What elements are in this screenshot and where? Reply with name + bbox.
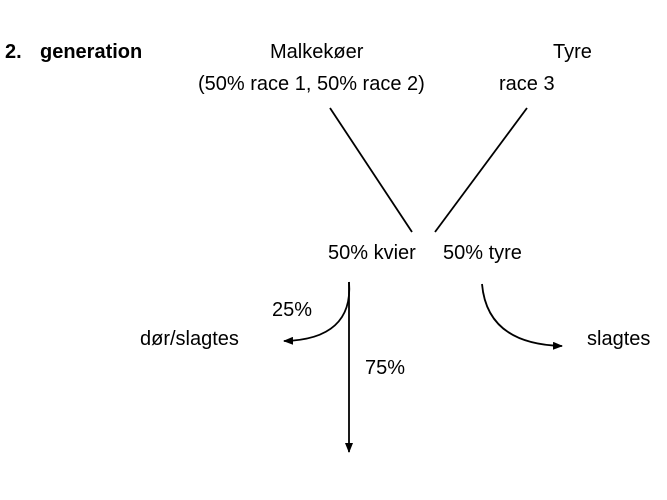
cows-breed: (50% race 1, 50% race 2): [198, 73, 425, 95]
continue-percent: 75%: [365, 357, 406, 379]
cows-label: Malkekøer: [270, 41, 364, 63]
bulls-label: Tyre: [553, 41, 592, 63]
cows-to-offspring-line: [329, 107, 413, 233]
bulls-to-offspring-line: [434, 107, 528, 233]
die-arrow: [283, 281, 351, 345]
die-percent: 25%: [272, 299, 313, 321]
offspring-heifers: 50% kvier: [328, 242, 416, 264]
bull-outcome-label: slagtes: [587, 328, 651, 350]
die-label: dør/slagtes: [140, 328, 239, 350]
bulls-breed: race 3: [499, 73, 555, 95]
offspring-bulls: 50% tyre: [443, 242, 522, 264]
bull-outcome-arrow: [481, 283, 563, 350]
heading-title: generation: [40, 41, 143, 63]
heading-number: 2.: [5, 41, 22, 63]
